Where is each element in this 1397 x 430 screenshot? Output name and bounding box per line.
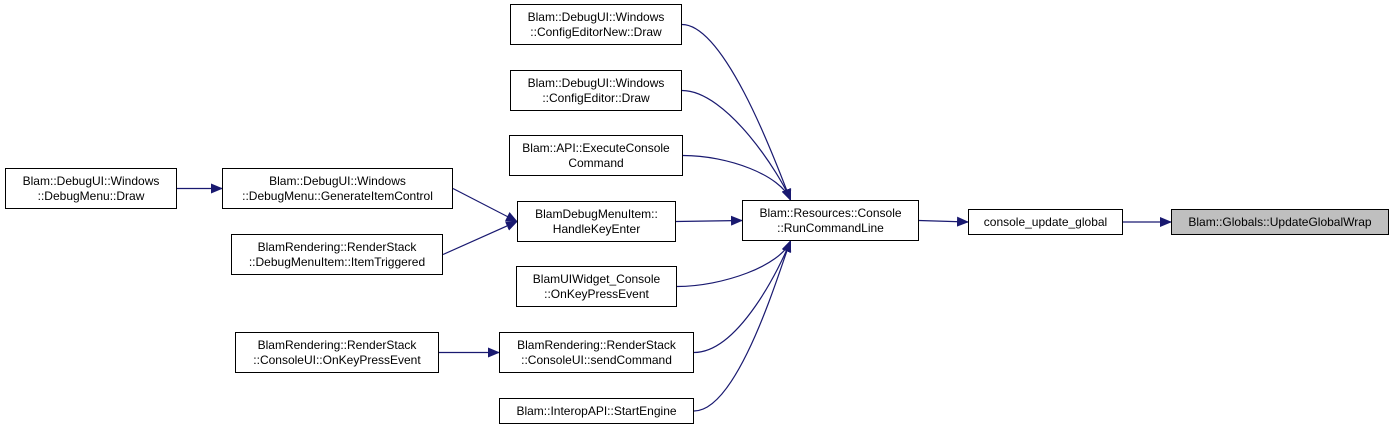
node-config-editor-new-draw[interactable]: Blam::DebugUI::Windows ::ConfigEditorNew… — [510, 4, 682, 45]
node-console-ui-send-command[interactable]: BlamRendering::RenderStack ::ConsoleUI::… — [499, 332, 694, 373]
node-label-line: BlamRendering::RenderStack — [257, 337, 417, 352]
node-execute-console-command[interactable]: Blam::API::ExecuteConsole Command — [509, 135, 683, 176]
node-handle-key-enter[interactable]: BlamDebugMenuItem:: HandleKeyEnter — [517, 201, 676, 242]
node-label-line: Blam::Globals::UpdateGlobalWrap — [1188, 214, 1372, 229]
node-label-line: ::OnKeyPressEvent — [544, 286, 649, 301]
node-label-line: Blam::DebugUI::Windows — [527, 9, 665, 24]
node-label-line: ::ConsoleUI::OnKeyPressEvent — [253, 352, 421, 367]
edge-handle_key_enter-to-run_command_line — [675, 215, 743, 226]
edge-widget_console_on_key_press-to-run_command_line — [676, 240, 792, 288]
node-label-line: Blam::InteropAPI::StartEngine — [516, 403, 677, 418]
node-label-line: Blam::DebugUI::Windows — [22, 173, 160, 188]
edge-run_command_line-to-console_update_global — [918, 216, 969, 227]
edge-generate_item_control-to-handle_key_enter — [452, 187, 518, 223]
node-label-line: ::RunCommandLine — [777, 220, 884, 235]
node-label-line: BlamUIWidget_Console — [532, 271, 661, 286]
node-label-line: ::DebugMenu::Draw — [37, 188, 145, 203]
node-widget-console-on-key-press[interactable]: BlamUIWidget_Console ::OnKeyPressEvent — [516, 266, 677, 307]
node-label-line: ::ConfigEditorNew::Draw — [530, 24, 662, 39]
edge-interop_start_engine-to-run_command_line — [693, 240, 792, 412]
node-label-line: Blam::Resources::Console — [759, 205, 902, 220]
node-label-line: Blam::DebugUI::Windows — [269, 173, 406, 188]
node-label-line: Blam::API::ExecuteConsole — [522, 140, 670, 155]
node-run-command-line[interactable]: Blam::Resources::Console ::RunCommandLin… — [742, 200, 919, 241]
node-label-line: BlamRendering::RenderStack — [517, 337, 676, 352]
node-label-line: BlamRendering::RenderStack — [257, 239, 417, 254]
node-console-update-global[interactable]: console_update_global — [968, 209, 1123, 235]
node-label-line: ::DebugMenuItem::ItemTriggered — [248, 254, 426, 269]
edge-config_editor_draw-to-run_command_line — [681, 89, 792, 201]
node-item-triggered[interactable]: BlamRendering::RenderStack ::DebugMenuIt… — [231, 234, 443, 275]
node-label-line: HandleKeyEnter — [552, 221, 641, 236]
node-label-line: Blam::DebugUI::Windows — [527, 75, 665, 90]
edge-item_triggered-to-handle_key_enter — [442, 220, 518, 256]
node-label-line: BlamDebugMenuItem:: — [535, 206, 658, 221]
node-label-line: Command — [568, 155, 624, 170]
node-label-line: ::ConsoleUI::sendCommand — [521, 352, 672, 367]
node-generate-item-control[interactable]: Blam::DebugUI::Windows ::DebugMenu::Gene… — [222, 168, 453, 209]
node-debug-menu-draw[interactable]: Blam::DebugUI::Windows ::DebugMenu::Draw — [5, 168, 177, 209]
node-update-global-wrap: Blam::Globals::UpdateGlobalWrap — [1171, 209, 1389, 235]
node-label-line: console_update_global — [983, 214, 1108, 229]
edge-config_editor_new_draw-to-run_command_line — [681, 23, 792, 201]
node-label-line: ::DebugMenu::GenerateItemControl — [242, 188, 433, 203]
node-console-ui-on-key-press[interactable]: BlamRendering::RenderStack ::ConsoleUI::… — [235, 332, 439, 373]
node-config-editor-draw[interactable]: Blam::DebugUI::Windows ::ConfigEditor::D… — [510, 70, 682, 111]
node-interop-start-engine[interactable]: Blam::InteropAPI::StartEngine — [499, 398, 694, 424]
edge-execute_console_command-to-run_command_line — [682, 154, 792, 201]
node-label-line: ::ConfigEditor::Draw — [542, 90, 650, 105]
